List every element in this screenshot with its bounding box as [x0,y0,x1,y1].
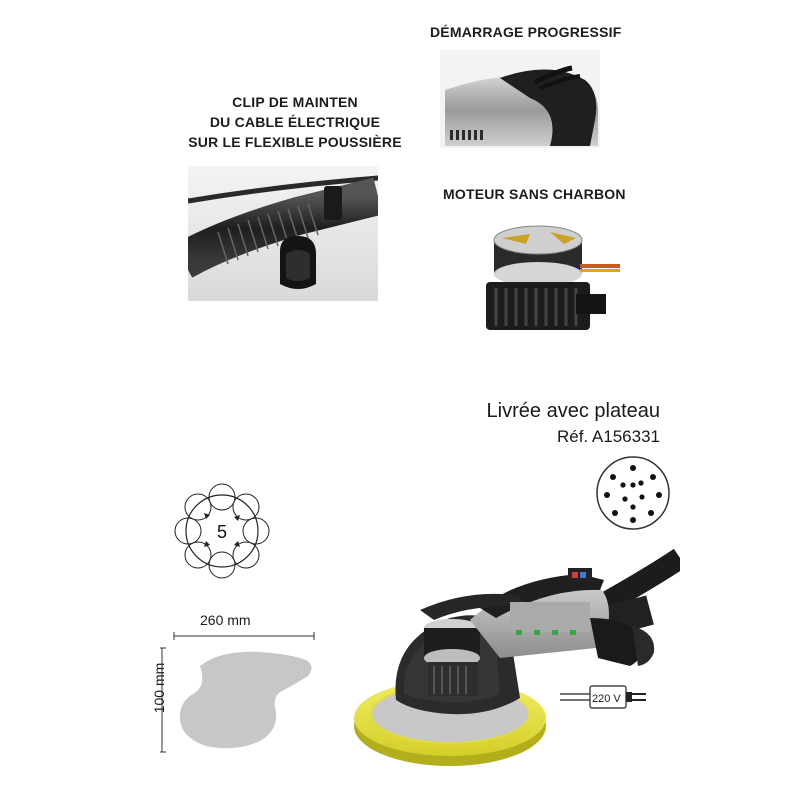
delivered-with-pad-text: Livrée avec plateau [486,400,660,422]
demarrage-caption: DÉMARRAGE PROGRESSIF [430,24,622,40]
clip-caption-line-1: CLIP DE MAINTEN [232,94,358,110]
dimension-diagram [160,632,315,753]
clip-caption-line-2: DU CABLE ÉLECTRIQUE [209,114,381,130]
brushless-motor-illustration [486,225,620,330]
moteur-photo [480,210,620,342]
power-plug-icon [560,685,646,709]
pad-reference-text: Réf. A156331 [556,427,660,446]
voltage-label: 220 V [592,693,621,705]
pad-hole-pattern-icon [596,456,670,530]
width-dimension-label: 260 mm [200,612,251,628]
height-dimension-label: 100 mm [151,662,167,714]
hose-clip-illustration [188,166,378,301]
moteur-caption: MOTEUR SANS CHARBON [443,186,626,202]
sander-cutaway-illustration [354,548,680,766]
orbit-number: 5 [217,522,227,542]
clip-caption: CLIP DE MAINTEN DU CABLE ÉLECTRIQUE SUR … [150,92,440,152]
sander-handle-illustration [440,50,600,148]
sander-silhouette [179,651,312,749]
clip-caption-line-3: SUR LE FLEXIBLE POUSSIÈRE [188,134,402,150]
orbit-stroke-icon: 5 [174,483,270,579]
clip-photo [188,166,378,301]
demarrage-photo [440,50,600,148]
